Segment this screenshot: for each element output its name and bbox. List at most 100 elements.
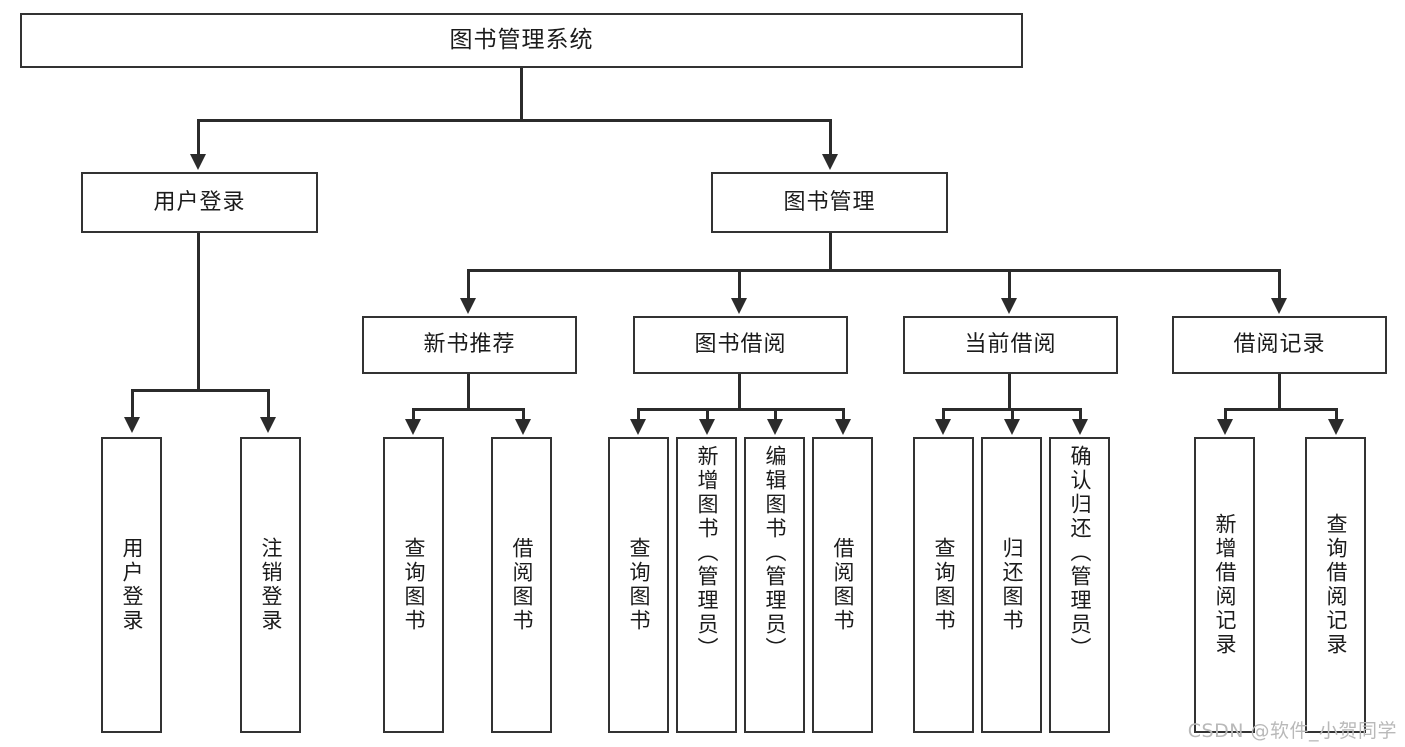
- leaf-add-book-admin[interactable]: 新增图书（管理员）: [676, 437, 737, 733]
- node-label: 归还图书: [1000, 537, 1024, 633]
- leaf-confirm-return-admin[interactable]: 确认归还（管理员）: [1049, 437, 1110, 733]
- leaf-query-borrow-record[interactable]: 查询借阅记录: [1305, 437, 1366, 733]
- node-label: 用户登录: [153, 189, 246, 215]
- node-label: 图书管理系统: [449, 27, 594, 54]
- node-label: 图书借阅: [694, 332, 787, 358]
- leaf-query-book-recommend[interactable]: 查询图书: [383, 437, 444, 733]
- node-new-book-recommend[interactable]: 新书推荐: [362, 316, 577, 374]
- node-label: 用户登录: [120, 537, 144, 633]
- connector-to-new-book: [467, 269, 470, 300]
- csdn-watermark: CSDN @软件_小贺同学: [1187, 720, 1397, 742]
- leaf-text-wrap: 查询图书: [627, 439, 651, 731]
- arrowhead-leaf-return-book: [1004, 419, 1020, 435]
- connector-to-current-borrow: [1008, 269, 1011, 300]
- arrowhead-borrow-record: [1271, 298, 1287, 314]
- node-label: 注销登录: [259, 537, 283, 633]
- leaf-text-wrap: 新增借阅记录: [1213, 439, 1237, 731]
- node-book-borrow[interactable]: 图书借阅: [633, 316, 848, 374]
- connector-root-bus: [197, 119, 832, 122]
- connector-current-borrow-branch-2: [1011, 408, 1014, 421]
- node-label: 借阅记录: [1233, 332, 1326, 358]
- leaf-borrow-book-recommend[interactable]: 借阅图书: [491, 437, 552, 733]
- leaf-edit-book-admin[interactable]: 编辑图书（管理员）: [744, 437, 805, 733]
- connector-book-borrow-stem: [738, 374, 741, 410]
- node-label: 新增图书（管理员）: [695, 445, 719, 661]
- leaf-text-wrap: 查询借阅记录: [1324, 439, 1348, 731]
- connector-borrow-record-branch-1: [1224, 408, 1227, 421]
- node-current-borrow[interactable]: 当前借阅: [903, 316, 1118, 374]
- connector-borrow-record-bus: [1224, 408, 1338, 411]
- arrowhead-book-borrow: [731, 298, 747, 314]
- leaf-query-book-borrow[interactable]: 查询图书: [608, 437, 669, 733]
- node-label: 借阅图书: [510, 537, 534, 633]
- arrowhead-leaf-borrow-book-1: [515, 419, 531, 435]
- connector-book-borrow-branch-3: [774, 408, 777, 421]
- leaf-text-wrap: 编辑图书（管理员）: [763, 439, 787, 737]
- arrowhead-leaf-borrow-book-2: [835, 419, 851, 435]
- connector-book-manage-stem: [829, 233, 832, 271]
- leaf-user-login[interactable]: 用户登录: [101, 437, 162, 733]
- leaf-text-wrap: 查询图书: [402, 439, 426, 731]
- leaf-text-wrap: 注销登录: [259, 439, 283, 731]
- node-label: 图书管理: [783, 189, 876, 215]
- node-label: 借阅图书: [831, 537, 855, 633]
- connector-root-to-book-manage: [829, 119, 832, 156]
- arrowhead-leaf-logout: [260, 417, 276, 433]
- connector-to-book-borrow: [738, 269, 741, 300]
- connector-current-borrow-stem: [1008, 374, 1011, 410]
- leaf-query-book-current[interactable]: 查询图书: [913, 437, 974, 733]
- arrowhead-new-book-recommend: [460, 298, 476, 314]
- arrowhead-leaf-query-book-3: [935, 419, 951, 435]
- connector-user-login-branch-2: [267, 389, 270, 419]
- connector-user-login-branch-1: [131, 389, 134, 419]
- connector-root-stem: [520, 68, 523, 121]
- leaf-add-borrow-record[interactable]: 新增借阅记录: [1194, 437, 1255, 733]
- connector-book-borrow-branch-2: [706, 408, 709, 421]
- node-root-system[interactable]: 图书管理系统: [20, 13, 1023, 68]
- arrowhead-book-manage: [822, 154, 838, 170]
- leaf-logout[interactable]: 注销登录: [240, 437, 301, 733]
- connector-user-login-stem: [197, 233, 200, 391]
- arrowhead-leaf-confirm-return: [1072, 419, 1088, 435]
- node-label: 编辑图书（管理员）: [763, 445, 787, 661]
- node-user-login[interactable]: 用户登录: [81, 172, 318, 233]
- node-label: 确认归还（管理员）: [1068, 445, 1092, 661]
- connector-root-to-user-login: [197, 119, 200, 156]
- connector-book-borrow-bus: [637, 408, 843, 411]
- connector-book-borrow-branch-4: [842, 408, 845, 421]
- node-borrow-record[interactable]: 借阅记录: [1172, 316, 1387, 374]
- arrowhead-leaf-edit-book: [767, 419, 783, 435]
- arrowhead-current-borrow: [1001, 298, 1017, 314]
- arrowhead-leaf-add-record: [1217, 419, 1233, 435]
- leaf-borrow-book[interactable]: 借阅图书: [812, 437, 873, 733]
- connector-borrow-record-branch-2: [1335, 408, 1338, 421]
- connector-current-borrow-branch-1: [942, 408, 945, 421]
- connector-book-manage-bus: [467, 269, 1281, 272]
- connector-to-borrow-record: [1278, 269, 1281, 300]
- node-label: 查询借阅记录: [1324, 513, 1348, 657]
- arrowhead-leaf-user-login: [124, 417, 140, 433]
- leaf-text-wrap: 确认归还（管理员）: [1068, 439, 1092, 737]
- connector-current-borrow-branch-3: [1079, 408, 1082, 421]
- node-label: 当前借阅: [964, 332, 1057, 358]
- node-book-management[interactable]: 图书管理: [711, 172, 948, 233]
- arrowhead-leaf-query-book-1: [405, 419, 421, 435]
- leaf-text-wrap: 查询图书: [932, 439, 956, 731]
- arrowhead-leaf-query-book-2: [630, 419, 646, 435]
- leaf-text-wrap: 归还图书: [1000, 439, 1024, 731]
- connector-new-book-stem: [467, 374, 470, 410]
- arrowhead-user-login: [190, 154, 206, 170]
- node-label: 查询图书: [932, 537, 956, 633]
- leaf-text-wrap: 用户登录: [120, 439, 144, 731]
- connector-new-book-branch-1: [412, 408, 415, 421]
- connector-new-book-bus: [412, 408, 525, 411]
- arrowhead-leaf-add-book: [699, 419, 715, 435]
- node-label: 新书推荐: [423, 332, 516, 358]
- arrowhead-leaf-query-record: [1328, 419, 1344, 435]
- connector-book-borrow-branch-1: [637, 408, 640, 421]
- leaf-text-wrap: 借阅图书: [510, 439, 534, 731]
- leaf-return-book[interactable]: 归还图书: [981, 437, 1042, 733]
- connector-borrow-record-stem: [1278, 374, 1281, 410]
- leaf-text-wrap: 新增图书（管理员）: [695, 439, 719, 737]
